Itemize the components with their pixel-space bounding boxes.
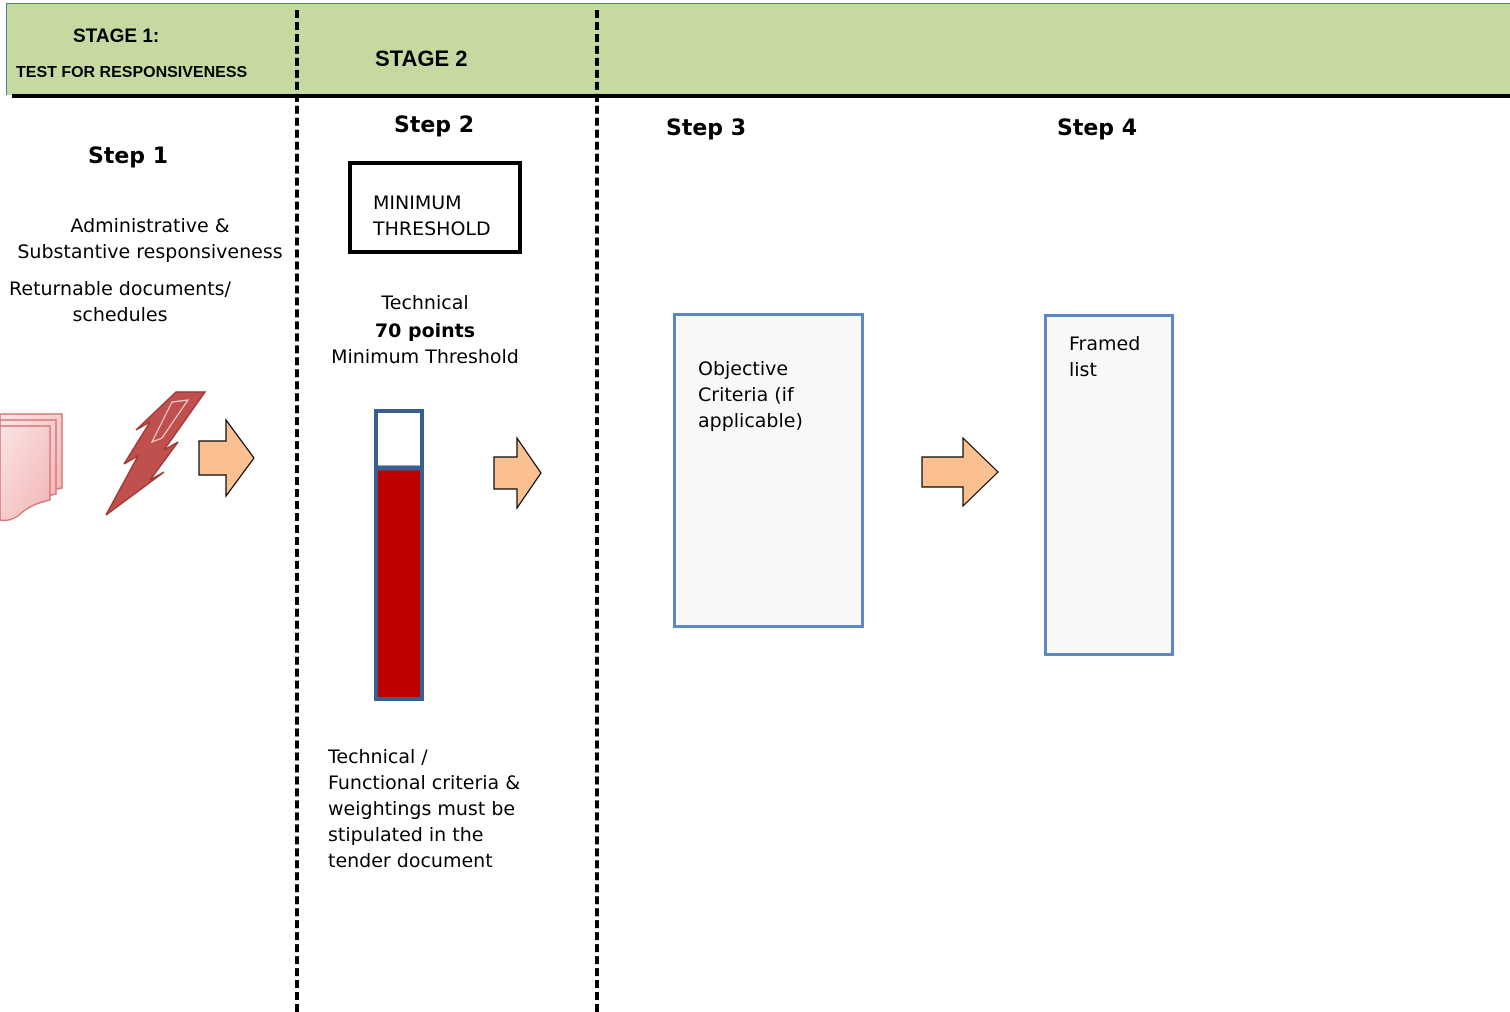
minimum-threshold-label: Minimum Threshold — [331, 346, 519, 368]
framed-list-box: Framed list — [1044, 314, 1174, 656]
note-line: Technical / — [328, 746, 428, 768]
step3-title: Step 3 — [666, 116, 746, 141]
right-arrow-icon — [921, 436, 999, 508]
documents-stack-icon — [0, 413, 63, 522]
note-line: weightings must be — [328, 798, 516, 820]
threshold-box-line2: THRESHOLD — [373, 218, 491, 240]
lightning-bolt-icon — [105, 391, 207, 516]
step1-line3: Returnable documents/ — [9, 278, 231, 300]
header-underline — [12, 94, 1510, 98]
objective-criteria-box: Objective Criteria (if applicable) — [673, 313, 864, 628]
points-label: 70 points — [374, 320, 476, 342]
stage1-subtitle: TEST FOR RESPONSIVENESS — [16, 64, 248, 81]
threshold-bar — [374, 409, 424, 701]
criteria-line: Objective — [698, 358, 789, 380]
step2-title: Step 2 — [394, 113, 474, 138]
step1-title: Step 1 — [88, 144, 168, 169]
stage-divider-1 — [295, 10, 299, 1012]
threshold-bar-fill — [378, 470, 420, 697]
threshold-box-line1: MINIMUM — [373, 192, 462, 214]
technical-label: Technical — [381, 292, 469, 314]
step1-line2: Substantive responsiveness — [17, 241, 283, 263]
minimum-threshold-box: MINIMUM THRESHOLD — [348, 161, 522, 254]
note-line: tender document — [328, 850, 493, 872]
header-band — [6, 3, 1510, 95]
framed-list-line: Framed — [1069, 333, 1141, 355]
note-line: stipulated in the — [328, 824, 484, 846]
step1-line1: Administrative & — [70, 215, 230, 237]
step1-line4: schedules — [72, 304, 168, 326]
stage-divider-2 — [595, 10, 599, 1012]
criteria-line: applicable) — [698, 410, 803, 432]
framed-list-line: list — [1069, 359, 1097, 381]
right-arrow-icon — [493, 436, 542, 510]
stage1-title: STAGE 1: — [73, 26, 160, 47]
right-arrow-icon — [198, 418, 255, 498]
note-line: Functional criteria & — [328, 772, 521, 794]
step2-note: Technical / Functional criteria & weight… — [328, 744, 520, 874]
step4-title: Step 4 — [1057, 116, 1137, 141]
stage2-title: STAGE 2 — [375, 46, 468, 71]
criteria-line: Criteria (if — [698, 384, 794, 406]
